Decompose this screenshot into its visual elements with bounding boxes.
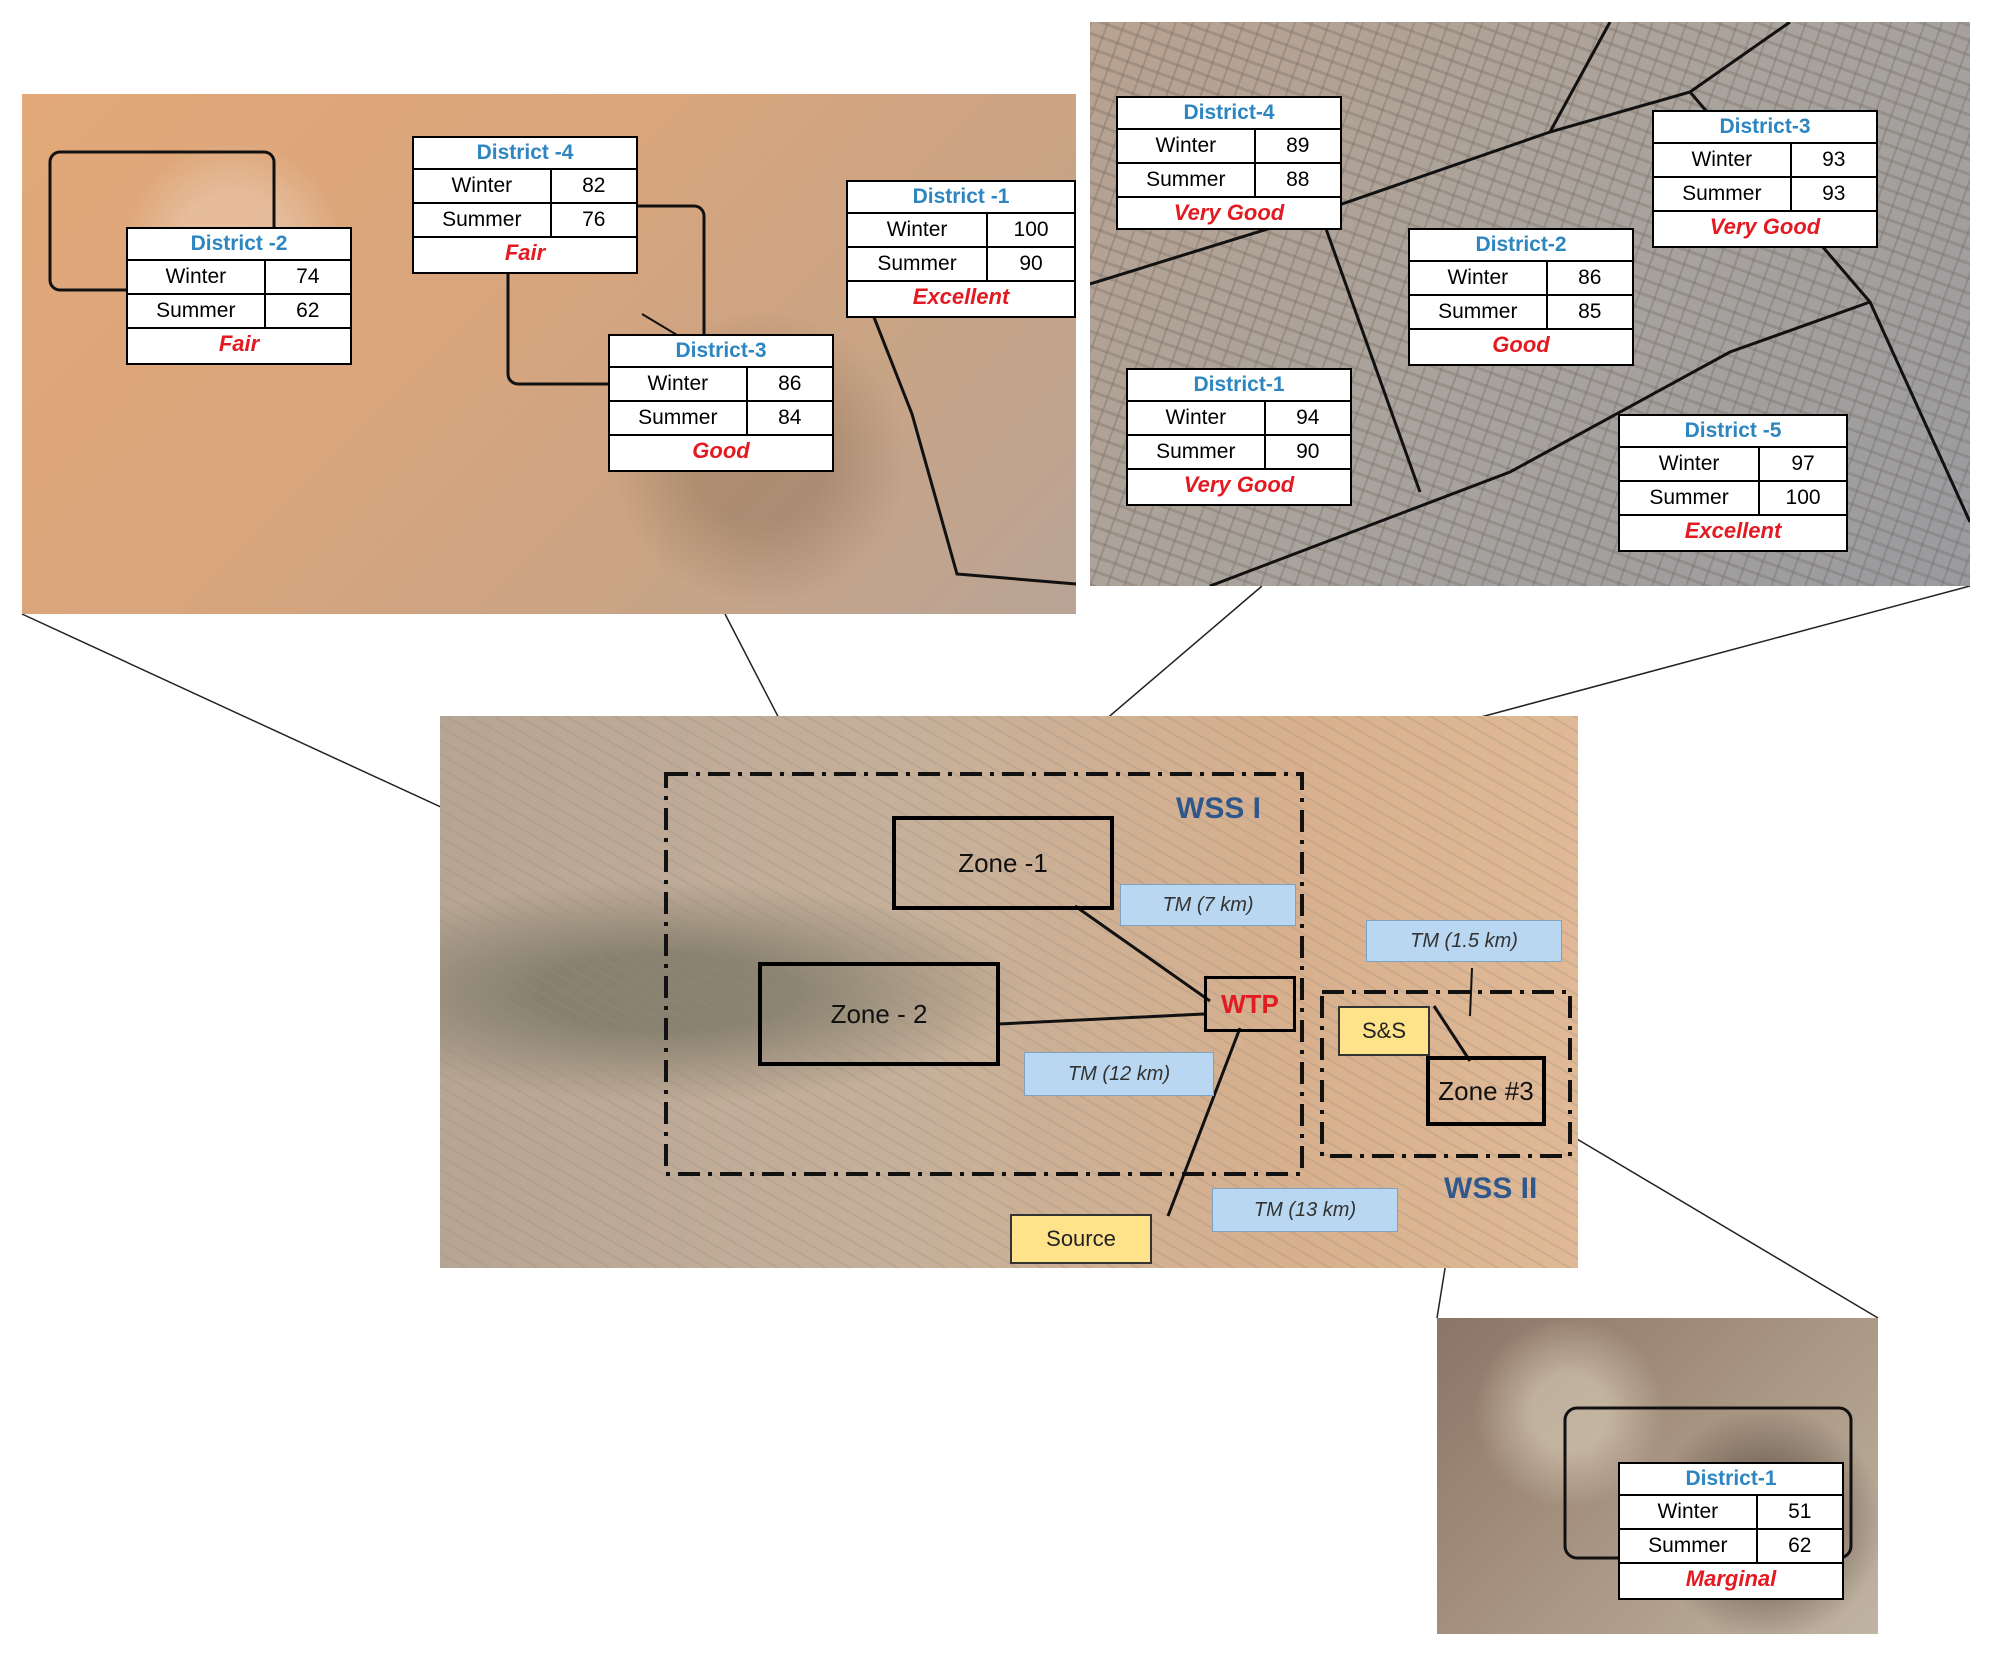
district-name: District-3 <box>610 336 832 368</box>
wss-1-label: WSS I <box>1176 792 1262 825</box>
zone-1-label: Zone -1 <box>958 847 1048 878</box>
district-rating: Excellent <box>912 284 1010 309</box>
district-name: District -4 <box>414 138 636 170</box>
district-name: District-1 <box>1620 1464 1842 1496</box>
winter-value: 97 <box>1791 452 1815 475</box>
district-rating: Marginal <box>1685 1566 1777 1591</box>
summer-value: 90 <box>1296 440 1320 463</box>
district-rating: Fair <box>504 240 546 265</box>
winter-value: 74 <box>296 265 320 288</box>
zone-3-label: Zone #3 <box>1438 1075 1534 1106</box>
winter-value: 93 <box>1822 148 1846 171</box>
tm-1-5km-label: TM (1.5 km) <box>1366 920 1562 962</box>
source-label: Source <box>1046 1226 1116 1251</box>
summer-value: 62 <box>1788 1534 1812 1557</box>
district-name: District-4 <box>1118 98 1340 130</box>
summer-value: 84 <box>778 406 802 429</box>
district-rating: Good <box>1492 332 1550 357</box>
summer-value: 88 <box>1286 168 1310 191</box>
winter-value: 89 <box>1286 134 1310 157</box>
summer-value: 62 <box>296 299 320 322</box>
wtp-label: WTP <box>1221 988 1279 1019</box>
winter-value: 86 <box>1578 266 1602 289</box>
summer-value: 90 <box>1019 252 1043 275</box>
winter-value: 94 <box>1296 406 1320 429</box>
tm-7km-label: TM (7 km) <box>1120 884 1296 926</box>
district-rating: Very Good <box>1709 214 1821 239</box>
tm-12km-label: TM (12 km) <box>1024 1052 1214 1096</box>
district-rating: Very Good <box>1173 200 1285 225</box>
zone-2-label: Zone - 2 <box>830 998 928 1029</box>
overview-overlay <box>664 772 1572 1217</box>
wtp-box[interactable]: WTP <box>1204 976 1296 1032</box>
winter-value: 51 <box>1788 1500 1812 1523</box>
zone1-boundaries <box>1090 22 1970 586</box>
summer-value: 85 <box>1578 300 1602 323</box>
zone-1-box[interactable]: Zone -1 <box>892 816 1114 910</box>
district-name: District-3 <box>1654 112 1876 144</box>
winter-value: 100 <box>1013 218 1049 241</box>
district-name: District -2 <box>128 229 350 261</box>
zone-2-box[interactable]: Zone - 2 <box>758 962 1000 1066</box>
district-name: District -1 <box>848 182 1074 214</box>
district-rating: Good <box>692 438 750 463</box>
winter-value: 86 <box>778 372 802 395</box>
source-box[interactable]: Source <box>1010 1214 1152 1264</box>
district-rating: Fair <box>218 331 260 356</box>
winter-value: 82 <box>582 174 606 197</box>
zone-3-box[interactable]: Zone #3 <box>1426 1056 1546 1126</box>
summer-value: 93 <box>1822 182 1846 205</box>
district-rating: Excellent <box>1684 518 1782 543</box>
summer-value: 100 <box>1785 486 1821 509</box>
ss-label: S&S <box>1361 1018 1407 1043</box>
tm-13km-label: TM (13 km) <box>1212 1188 1398 1232</box>
district-name: District-2 <box>1410 230 1632 262</box>
summer-value: 76 <box>582 208 606 231</box>
overview-satellite-map: Zone -1 Zone - 2 Zone #3 WTP S&S Source … <box>440 716 1578 1268</box>
district-name: District -5 <box>1620 416 1846 448</box>
district-rating: Very Good <box>1183 472 1295 497</box>
district-name: District-1 <box>1128 370 1350 402</box>
ss-box[interactable]: S&S <box>1338 1006 1430 1056</box>
wss-2-label: WSS II <box>1444 1172 1538 1205</box>
